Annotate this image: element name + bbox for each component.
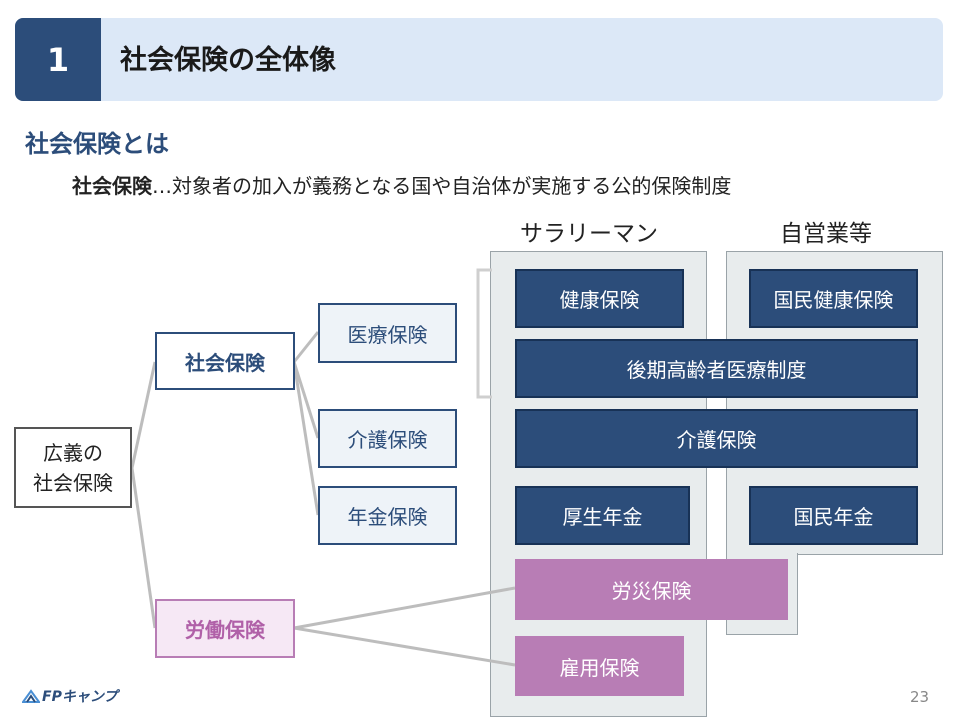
column-self-employed: 自営業等 — [780, 221, 872, 247]
care-insurance-box: 介護保険 — [515, 409, 918, 468]
national-health-insurance-box: 国民健康保険 — [749, 269, 918, 328]
definition-body: …対象者の加入が義務となる国や自治体が実施する公的保険制度 — [152, 174, 732, 198]
health-insurance-box: 健康保険 — [515, 269, 684, 328]
social-insurance-node: 社会保険 — [155, 332, 295, 390]
section-number: 1 — [15, 18, 101, 101]
pension-insurance-node: 年金保険 — [318, 486, 457, 545]
national-pension-box: 国民年金 — [749, 486, 918, 545]
welfare-pension-box: 厚生年金 — [515, 486, 690, 545]
logo-icon — [21, 689, 41, 703]
page-number: 23 — [910, 688, 930, 706]
workers-comp-box: 労災保険 — [515, 559, 788, 620]
late-elderly-medical-box: 後期高齢者医療制度 — [515, 339, 918, 398]
logo-text: FPキャンプ — [42, 689, 118, 705]
panel-join — [727, 552, 797, 555]
labor-insurance-node: 労働保険 — [155, 599, 295, 658]
broad-label-line2: 社会保険 — [33, 470, 113, 495]
broad-label-line1: 広義の — [43, 440, 103, 465]
header-bar — [15, 18, 943, 101]
definition-text: 社会保険…対象者の加入が義務となる国や自治体が実施する公的保険制度 — [72, 170, 731, 199]
employment-insurance-box: 雇用保険 — [515, 636, 684, 696]
section-subheading: 社会保険とは — [25, 130, 169, 158]
page-title: 社会保険の全体像 — [120, 45, 336, 76]
care-insurance-node: 介護保険 — [318, 409, 457, 468]
medical-insurance-node: 医療保険 — [318, 303, 457, 363]
definition-term: 社会保険 — [72, 174, 152, 198]
column-salaryman: サラリーマン — [520, 221, 658, 247]
fp-camp-logo: FPキャンプ — [21, 686, 118, 706]
broad-social-insurance-box: 広義の 社会保険 — [14, 427, 132, 508]
